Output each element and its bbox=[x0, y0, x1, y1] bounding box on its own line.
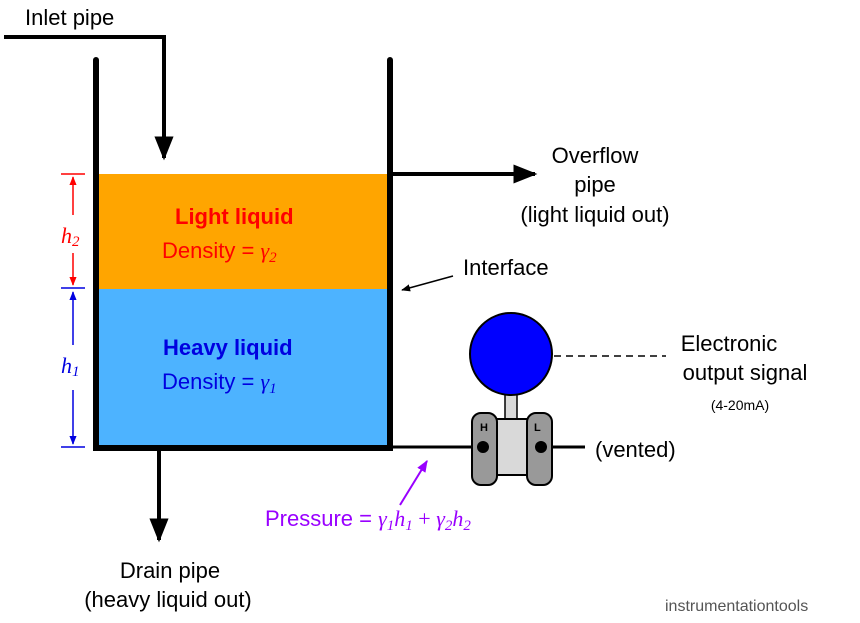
electronic-label-line2: output signal bbox=[683, 360, 808, 385]
h2-dimension: h2 bbox=[61, 173, 85, 286]
low-port-dot bbox=[535, 441, 547, 453]
pressure-arrow bbox=[399, 459, 428, 506]
port-high-label: H bbox=[480, 422, 488, 434]
light-liquid-density: Density = γ2 bbox=[162, 238, 277, 266]
interface-label: Interface bbox=[463, 255, 549, 280]
pressure-transmitter: H L bbox=[469, 312, 553, 486]
high-port-dot bbox=[477, 441, 489, 453]
h1-dimension: h1 bbox=[61, 287, 85, 448]
drain-label-line2: (heavy liquid out) bbox=[84, 587, 252, 612]
port-low-label: L bbox=[534, 422, 541, 434]
drain-label-line1: Drain pipe bbox=[120, 558, 220, 583]
transmitter-head bbox=[469, 312, 553, 396]
inlet-pipe bbox=[4, 35, 174, 161]
heavy-liquid-layer bbox=[99, 289, 388, 446]
vented-label: (vented) bbox=[595, 437, 676, 462]
overflow-label-line2: pipe bbox=[574, 172, 616, 197]
electronic-label-line1: Electronic bbox=[681, 331, 778, 356]
overflow-label-line3: (light liquid out) bbox=[520, 202, 669, 227]
interface-arrow bbox=[401, 275, 454, 292]
watermark: instrumentationtools bbox=[665, 598, 808, 615]
heavy-liquid-density: Density = γ1 bbox=[162, 369, 277, 397]
h1-label: h1 bbox=[61, 353, 80, 380]
electronic-label-line3: (4-20mA) bbox=[711, 397, 769, 413]
heavy-liquid-title: Heavy liquid bbox=[163, 335, 293, 360]
tank-walls bbox=[93, 57, 393, 451]
pressure-equation: Pressure = γ1h1 + γ2h2 bbox=[265, 506, 471, 534]
light-liquid-title: Light liquid bbox=[175, 204, 294, 229]
inlet-pipe-label: Inlet pipe bbox=[25, 5, 114, 30]
overflow-label-line1: Overflow bbox=[552, 143, 639, 168]
h2-label: h2 bbox=[61, 223, 80, 250]
light-liquid-layer bbox=[99, 174, 388, 289]
